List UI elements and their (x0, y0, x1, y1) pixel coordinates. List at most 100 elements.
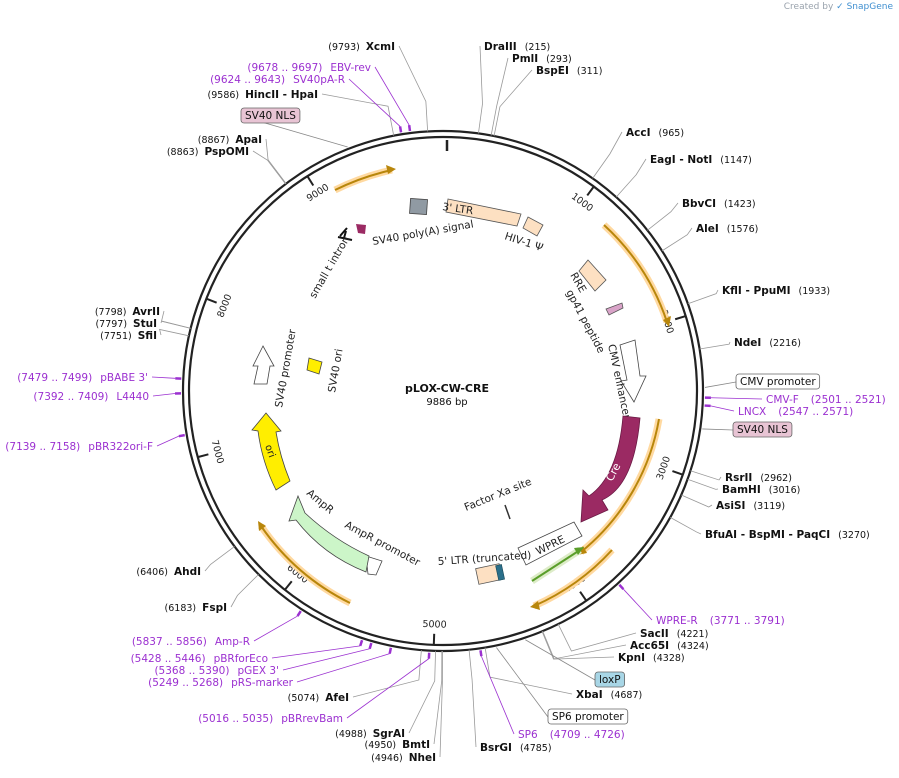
site-leader-line (433, 650, 443, 745)
site-name: Acc65I (630, 640, 669, 652)
site-position: (3270) (838, 530, 870, 541)
site-leader-line (670, 517, 702, 535)
site-leader-line (159, 328, 190, 337)
site-name: AhdI (174, 566, 201, 578)
site-position: (5074) (288, 693, 320, 704)
orf-arrowhead-bottom-right (530, 601, 540, 610)
site-leader-line (681, 494, 713, 508)
primer-leader-line (152, 393, 176, 397)
site-position: (4950) (365, 740, 397, 751)
feature-small-t-intron-label: small t intron (307, 234, 352, 300)
feature-rre-shape (578, 259, 607, 292)
site-position: (7797) (95, 319, 127, 330)
primer-leader-line (253, 615, 298, 642)
site-leader-line (252, 150, 286, 185)
feature-ori-label: ori (262, 443, 277, 459)
site-name: BsrGI (480, 742, 512, 754)
feature-sv40-polya-shape (409, 198, 428, 216)
site-position: (8863) (167, 147, 199, 158)
primer-range: (7139 .. 7158) (5, 441, 80, 453)
site-name: SacII (640, 628, 669, 640)
site-name: BfuAI - BspMI - PaqCI (705, 529, 830, 541)
site-position: (1576) (727, 224, 759, 235)
site-name: KpnI (618, 652, 645, 664)
site-position: (4946) (371, 753, 403, 764)
feature-sv40-ori-shape (306, 357, 323, 375)
primer-range: (9678 .. 9697) (247, 62, 322, 74)
feature-box-label: SV40 NLS (737, 424, 788, 436)
site-name: KflI - PpuMI (722, 285, 791, 297)
site-name: HincII - HpaI (245, 89, 318, 101)
primer-range: (2501 .. 2521) (811, 394, 886, 406)
site-position: (2962) (760, 473, 792, 484)
site-leader-line (161, 310, 191, 329)
site-name: BamHI (722, 484, 761, 496)
site-leader-line (321, 93, 395, 136)
feature-sv40-promoter-shape (252, 345, 275, 385)
site-leader-line (687, 478, 719, 490)
site-name: StuI (133, 318, 157, 330)
feature-box-label: SP6 promoter (552, 711, 624, 723)
feature-box (735, 373, 821, 390)
primer-mark (618, 583, 625, 591)
site-leader-line (557, 623, 637, 652)
primer-name: Amp-R (215, 636, 250, 648)
orf-arrowhead-right-upper (663, 316, 671, 327)
site-name: EagI - NotI (650, 154, 712, 166)
site-leader-line (484, 647, 573, 695)
primer-name: pGEX 3' (237, 665, 279, 677)
site-position: (1147) (720, 155, 752, 166)
primer-range: (5249 .. 5268) (148, 677, 223, 689)
feature-sv40-promoter-label: SV40 promoter (273, 328, 299, 409)
site-position: (7798) (95, 307, 127, 318)
restriction-sites: XcmI(9793)DraIII(215)PmlI(293)BspEI(311)… (95, 41, 870, 764)
primer-mark (388, 647, 393, 654)
primer-leader-line (480, 656, 515, 735)
site-position: (4988) (335, 729, 367, 740)
tick-mark (206, 297, 217, 304)
site-name: XbaI (576, 689, 603, 701)
orf-arrowhead-bottom-left (258, 521, 266, 531)
primer-name: L4440 (116, 391, 149, 403)
feature-small-t-intron-shape (337, 227, 353, 241)
primer-leader-line (710, 405, 735, 412)
primer-name: SP6 (518, 729, 538, 741)
site-position: (3119) (753, 501, 785, 512)
site-name: ApaI (235, 134, 262, 146)
primer-range: (7392 .. 7409) (33, 391, 108, 403)
feature-3ltr-shape (445, 198, 522, 227)
site-leader-line (265, 138, 287, 184)
box-leader-line (704, 381, 737, 388)
site-name: BbvCI (682, 198, 716, 210)
site-leader-line (592, 131, 623, 179)
site-position: (215) (525, 42, 551, 53)
box-leader-line (496, 647, 549, 718)
site-name: PmlI (512, 53, 538, 65)
site-position: (4687) (611, 690, 643, 701)
primer-mark (368, 642, 373, 650)
tick-mark (306, 175, 315, 187)
tick-label: 5000 (422, 619, 447, 631)
site-name: NheI (409, 752, 436, 764)
site-position: (7751) (100, 331, 132, 342)
wpre-arrowhead-green (574, 547, 584, 555)
site-name: XcmI (366, 41, 395, 53)
site-position: (4324) (677, 641, 709, 652)
site-position: (6406) (136, 567, 168, 578)
box-leader-line (702, 428, 734, 431)
site-leader-line (468, 649, 477, 748)
primer-leader-line (296, 653, 390, 683)
site-leader-line (398, 45, 429, 132)
site-position: (6183) (165, 603, 197, 614)
feature-cmv-enhancer-shape (619, 339, 647, 403)
feature-gp41-label: gp41 peptide (563, 288, 606, 355)
orf-arrows (258, 165, 671, 610)
site-position: (9793) (328, 42, 360, 53)
primer-mark (398, 126, 403, 133)
primer-name: pBR322ori-F (88, 441, 153, 453)
primer-leader-line (282, 648, 370, 671)
snapgene-credit: Created by ✓ SnapGene (784, 2, 893, 12)
site-position: (965) (658, 128, 684, 139)
primer-leader-line (623, 588, 653, 621)
primer-name: LNCX (738, 406, 766, 418)
